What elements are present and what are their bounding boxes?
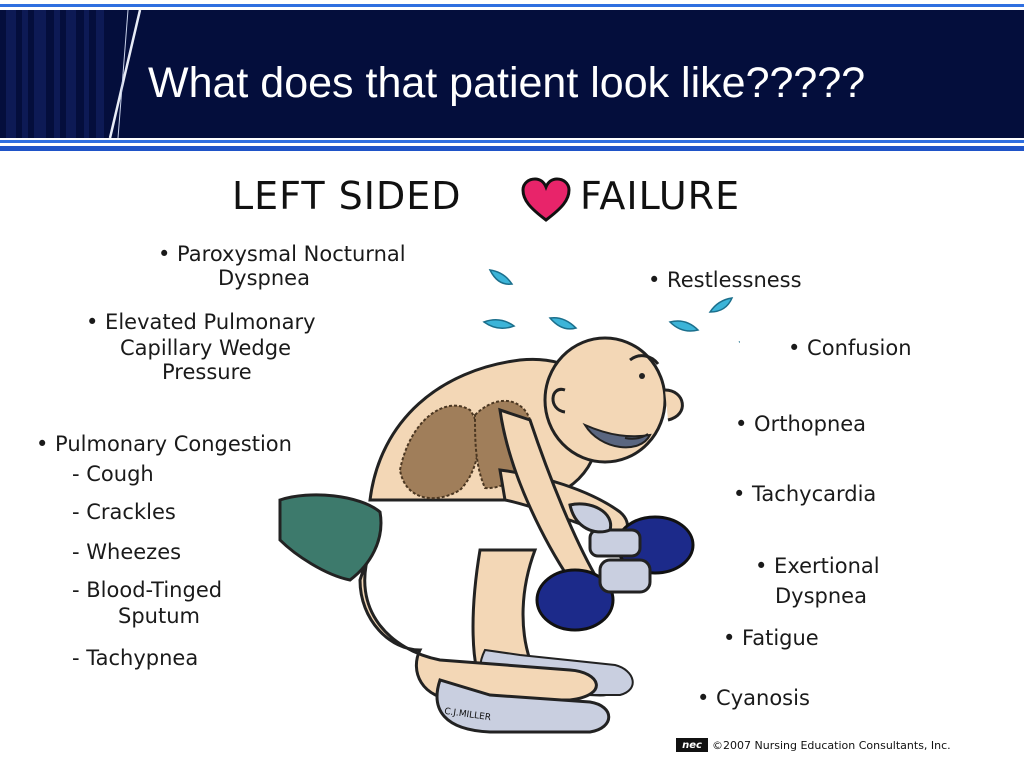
header-bottom-rule [0,140,1024,143]
header-bottom-band [0,146,1024,151]
label-tachycardia: • Tachycardia [733,482,877,506]
label-exertional-line2: Dyspnea [775,584,867,608]
label-fatigue: • Fatigue [723,626,819,650]
heading-left-text: LEFT SIDED [232,174,462,218]
label-pulmonary-congestion: • Pulmonary Congestion [36,432,292,456]
sweat-drops-icon [482,269,740,343]
label-pnd-line2: Dyspnea [218,266,310,290]
patient-cartoon-illustration [278,269,740,734]
label-orthopnea: • Orthopnea [735,412,867,436]
label-epcwp-line3: Pressure [162,360,252,384]
label-sputum-line2: Sputum [118,604,200,628]
header-top-rule [0,4,1024,7]
label-wheezes: - Wheezes [72,540,182,564]
dumbbell-icon [535,515,695,632]
label-tachypnea: - Tachypnea [72,646,199,670]
label-crackles: - Crackles [72,500,176,524]
label-epcwp-line1: • Elevated Pulmonary [86,310,316,334]
label-pnd-line1: • Paroxysmal Nocturnal [158,242,406,266]
label-restlessness: • Restlessness [648,268,802,292]
label-confusion: • Confusion [788,336,912,360]
copyright-text: ©2007 Nursing Education Consultants, Inc… [712,738,951,752]
slide-header: What does that patient look like????? [0,0,1024,152]
nec-logo-icon: nec [676,738,708,752]
heading-right-text: FAILURE [580,174,741,218]
copyright-footer: nec ©2007 Nursing Education Consultants,… [676,736,951,754]
label-exertional-line1: • Exertional [755,554,880,578]
slide-title: What does that patient look like????? [148,59,866,107]
cartoon-heading: LEFT SIDED FAILURE [0,170,1024,230]
header-band: What does that patient look like????? [0,10,1024,138]
label-cough: - Cough [72,462,154,486]
heart-icon [521,177,571,222]
label-epcwp-line2: Capillary Wedge [120,336,292,360]
label-cyanosis: • Cyanosis [697,686,810,710]
header-stripes-decoration [6,10,142,138]
label-sputum-line1: - Blood-Tinged [72,578,223,602]
